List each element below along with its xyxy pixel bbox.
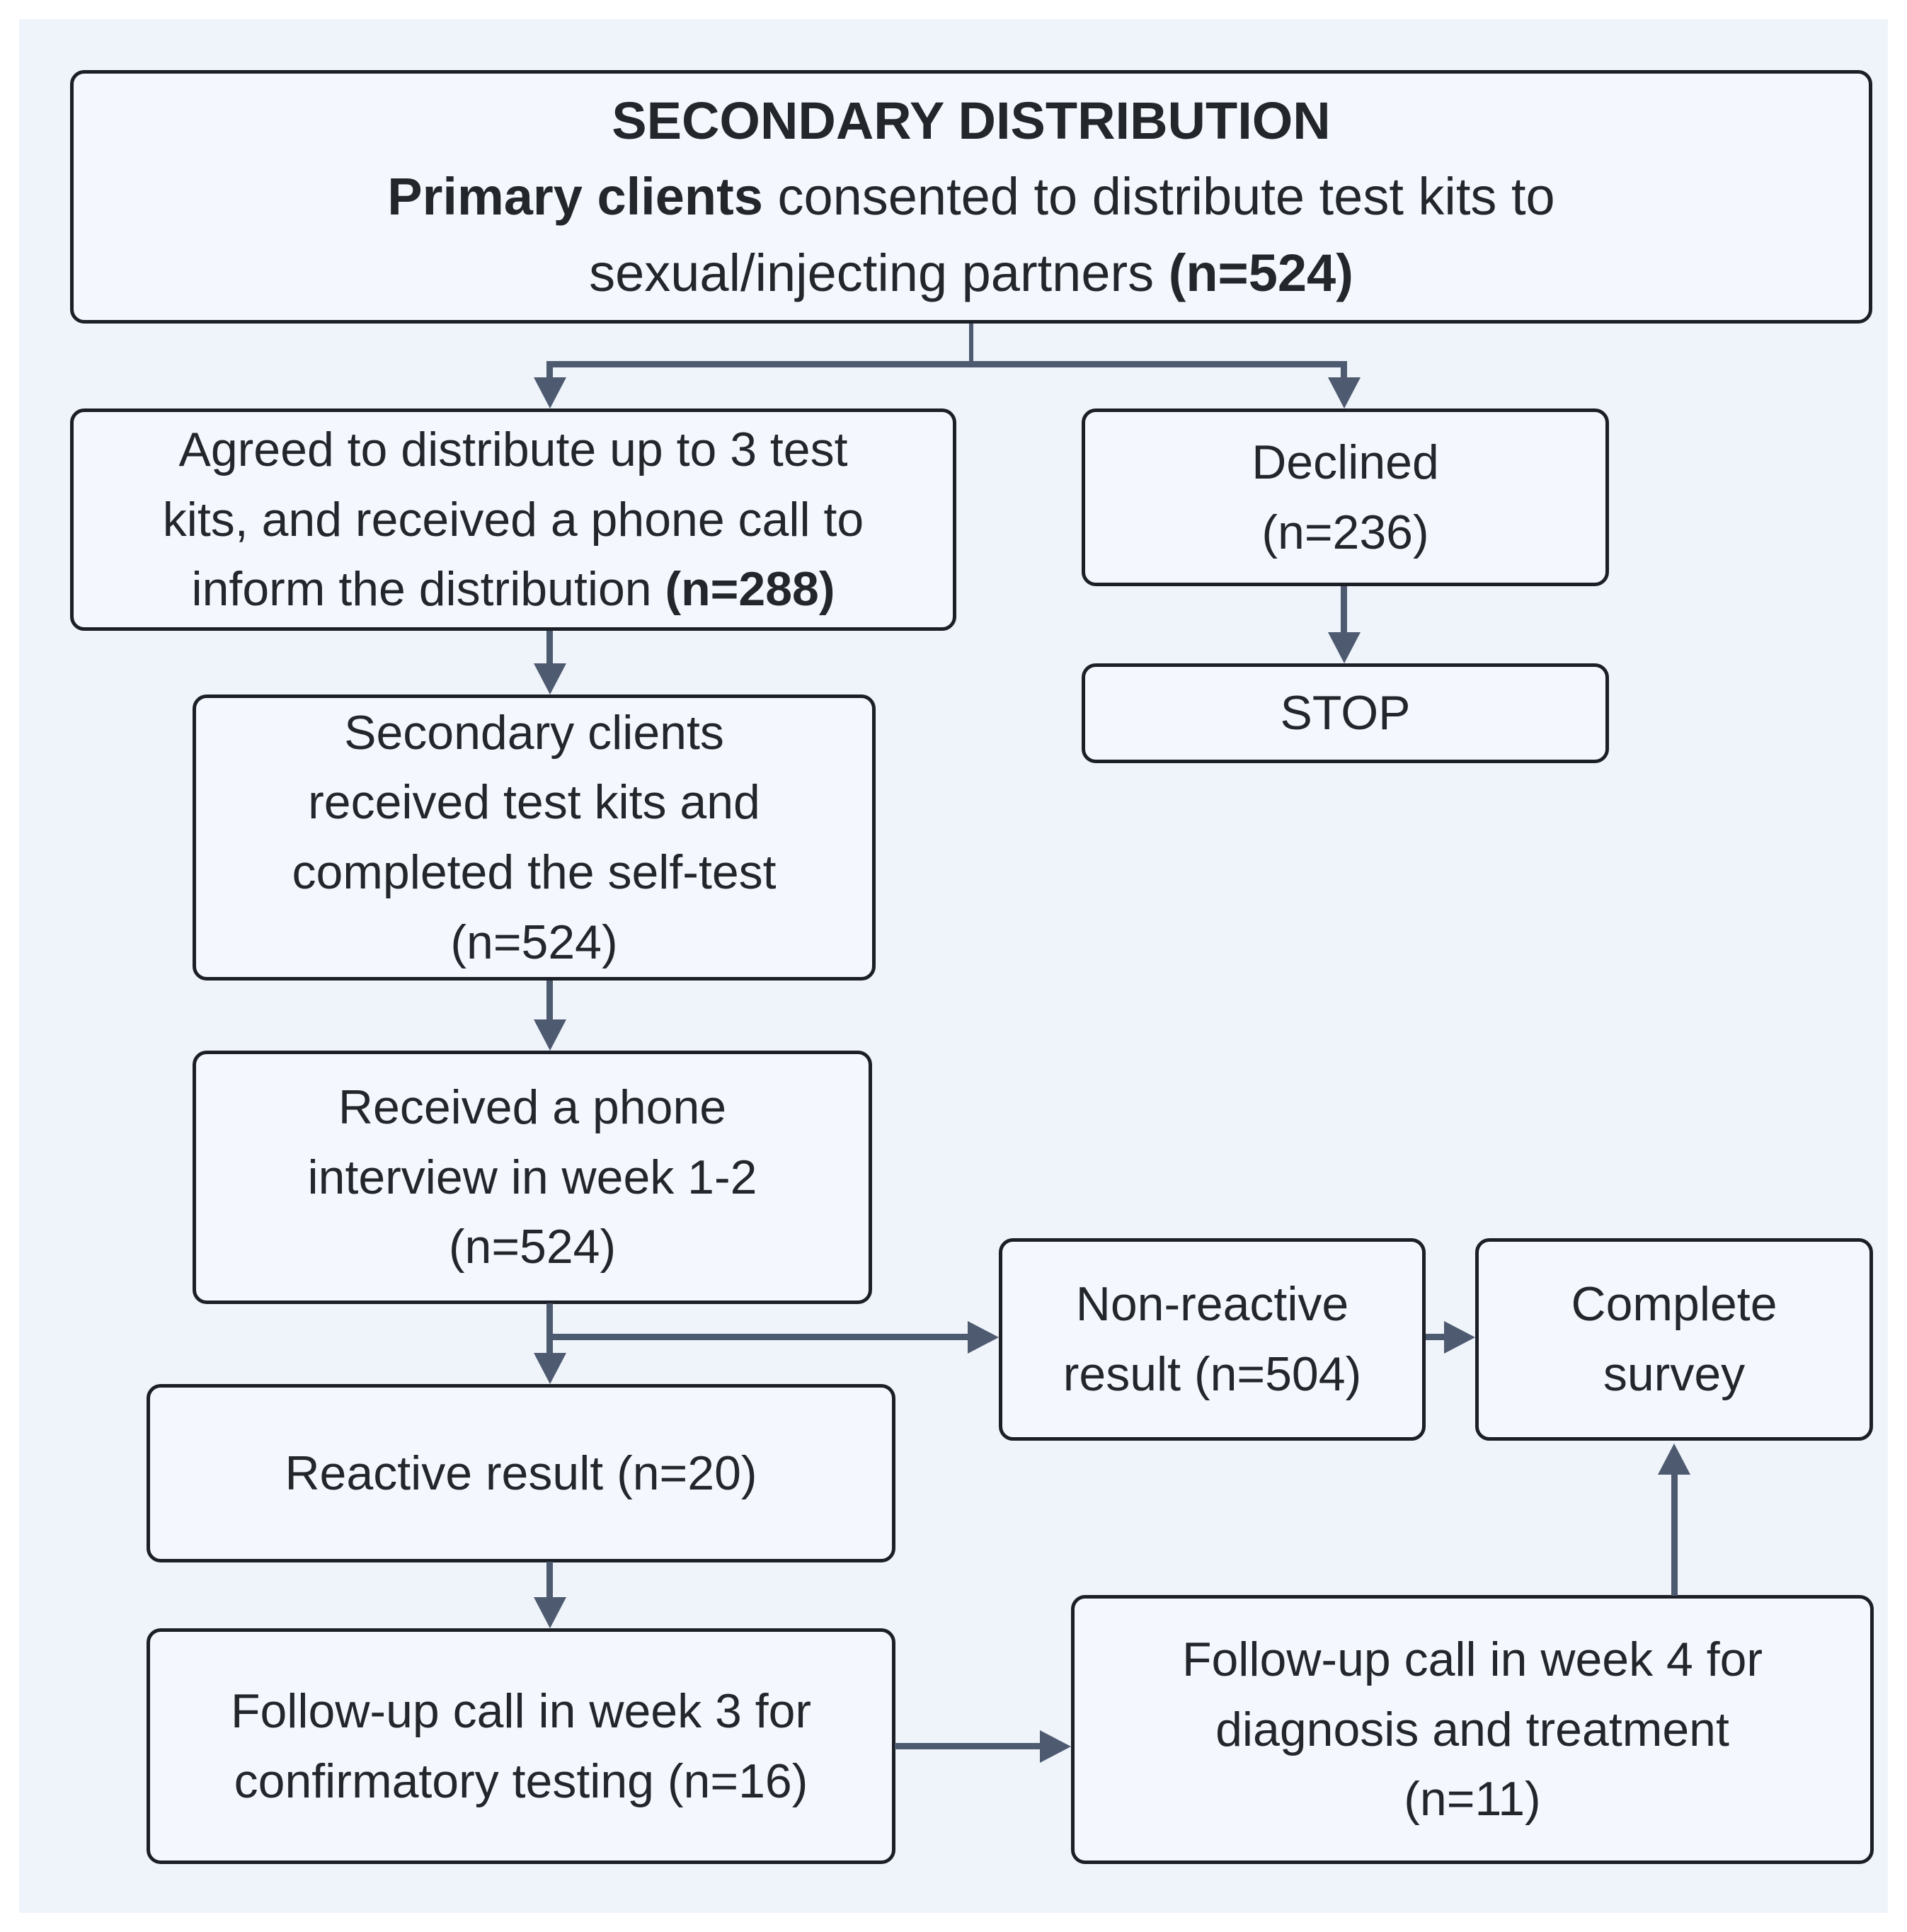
node-stop: STOP <box>1082 663 1609 763</box>
node-agreed-to-distribute: Agreed to distribute up to 3 test kits, … <box>70 408 956 631</box>
connector-secondary-to-interview <box>546 981 553 1023</box>
connector-reactive-to-week3 <box>546 1562 553 1601</box>
agreed-line3: inform the distribution (n=288) <box>191 562 835 617</box>
arrowhead-right-icon <box>968 1321 999 1354</box>
node-complete-survey: Complete survey <box>1475 1238 1873 1441</box>
connector-branch-to-declined <box>1341 361 1347 382</box>
arrowhead-up-icon <box>1658 1444 1690 1475</box>
arrowhead-right-icon <box>1444 1321 1475 1354</box>
header-line2: Primary clients consented to distribute … <box>387 167 1555 227</box>
node-nonreactive-result: Non-reactive result (n=504) <box>999 1238 1426 1441</box>
node-followup-week3: Follow-up call in week 3 for confirmator… <box>147 1628 895 1864</box>
node-followup-week4: Follow-up call in week 4 for diagnosis a… <box>1071 1595 1874 1864</box>
connector-interview-to-nonreactive <box>546 1334 968 1340</box>
arrowhead-right-icon <box>1040 1730 1071 1763</box>
arrowhead-down-icon <box>534 377 566 408</box>
node-secondary-clients-received: Secondary clients received test kits and… <box>193 695 876 981</box>
connector-declined-to-stop <box>1341 586 1347 636</box>
arrowhead-down-icon <box>534 663 566 695</box>
header-line3: sexual/injecting partners (n=524) <box>589 243 1353 302</box>
arrowhead-down-icon <box>1328 377 1361 408</box>
connector-interview-to-reactive <box>546 1303 553 1357</box>
arrowhead-down-icon <box>1328 632 1361 663</box>
arrowhead-down-icon <box>534 1353 566 1384</box>
node-secondary-distribution-header: SECONDARY DISTRIBUTION Primary clients c… <box>70 70 1872 324</box>
connector-nonreactive-to-survey <box>1426 1334 1447 1340</box>
connector-branch-line <box>546 361 1347 367</box>
node-phone-interview: Received a phone interview in week 1-2 (… <box>193 1051 872 1304</box>
header-title: SECONDARY DISTRIBUTION <box>612 91 1331 151</box>
connector-branch-to-agreed <box>546 361 553 382</box>
node-reactive-result: Reactive result (n=20) <box>147 1384 895 1562</box>
node-declined: Declined (n=236) <box>1082 408 1609 586</box>
connector-header-stem <box>969 324 973 364</box>
arrowhead-down-icon <box>534 1597 566 1628</box>
connector-week4-to-survey <box>1671 1472 1678 1596</box>
connector-agreed-to-secondary <box>546 631 553 668</box>
arrowhead-down-icon <box>534 1019 566 1051</box>
connector-week3-to-week4 <box>895 1743 1041 1749</box>
